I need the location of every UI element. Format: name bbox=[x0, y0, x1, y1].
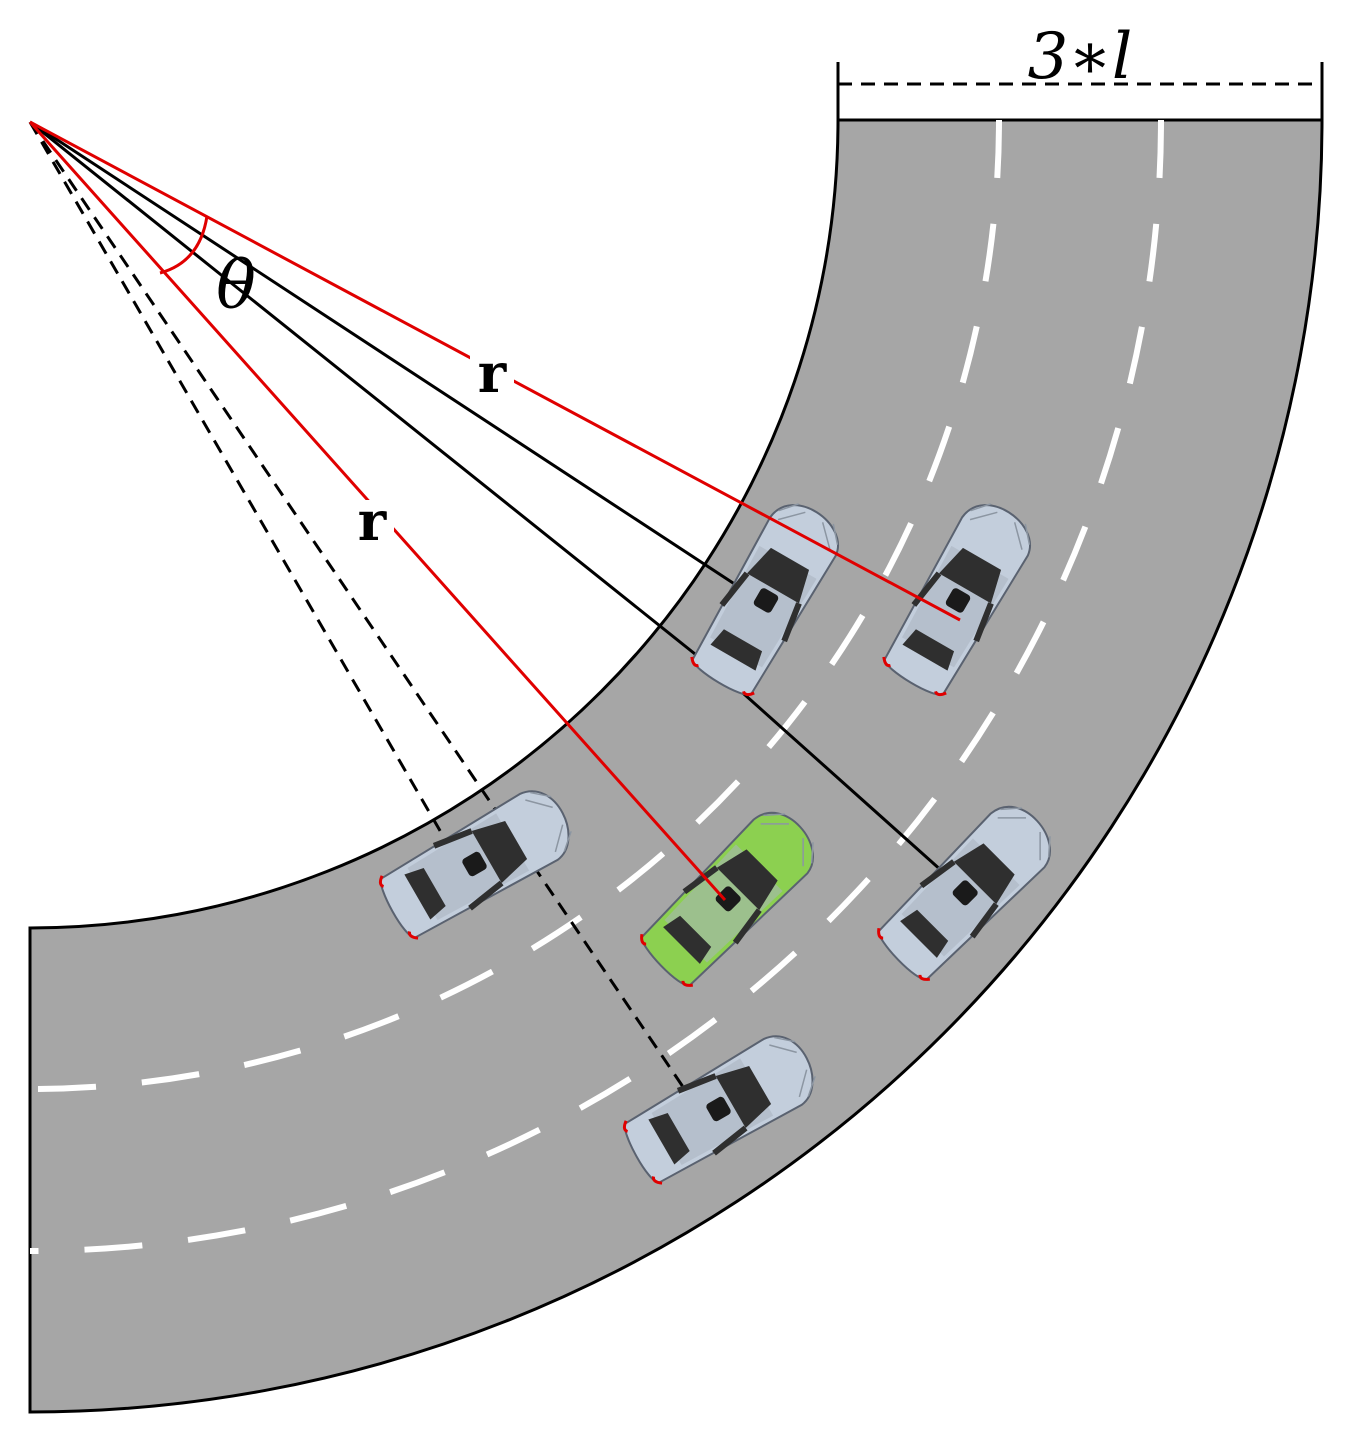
angle-arc bbox=[159, 215, 209, 275]
lane-marking-2 bbox=[29, 119, 1164, 1254]
perpendicular-line bbox=[734, 684, 953, 882]
solid-guide-line bbox=[29, 120, 736, 688]
dashed-guide-line bbox=[28, 121, 702, 1113]
road-width-label: 3∗l bbox=[1028, 20, 1133, 94]
road-surface bbox=[28, 118, 1324, 1414]
guide-lines bbox=[28, 120, 953, 1113]
radius-label-upper: r bbox=[478, 341, 507, 405]
radius-label-lower: r bbox=[358, 489, 387, 553]
road-width-dimension: 3∗l bbox=[836, 20, 1324, 120]
dashed-guide-line bbox=[28, 121, 452, 849]
labels: r r θ bbox=[216, 247, 514, 553]
lane-marking-1 bbox=[29, 119, 1002, 1092]
curved-road bbox=[28, 118, 1324, 1414]
angle-label: θ bbox=[216, 247, 256, 324]
solid-guide-line bbox=[29, 120, 763, 604]
